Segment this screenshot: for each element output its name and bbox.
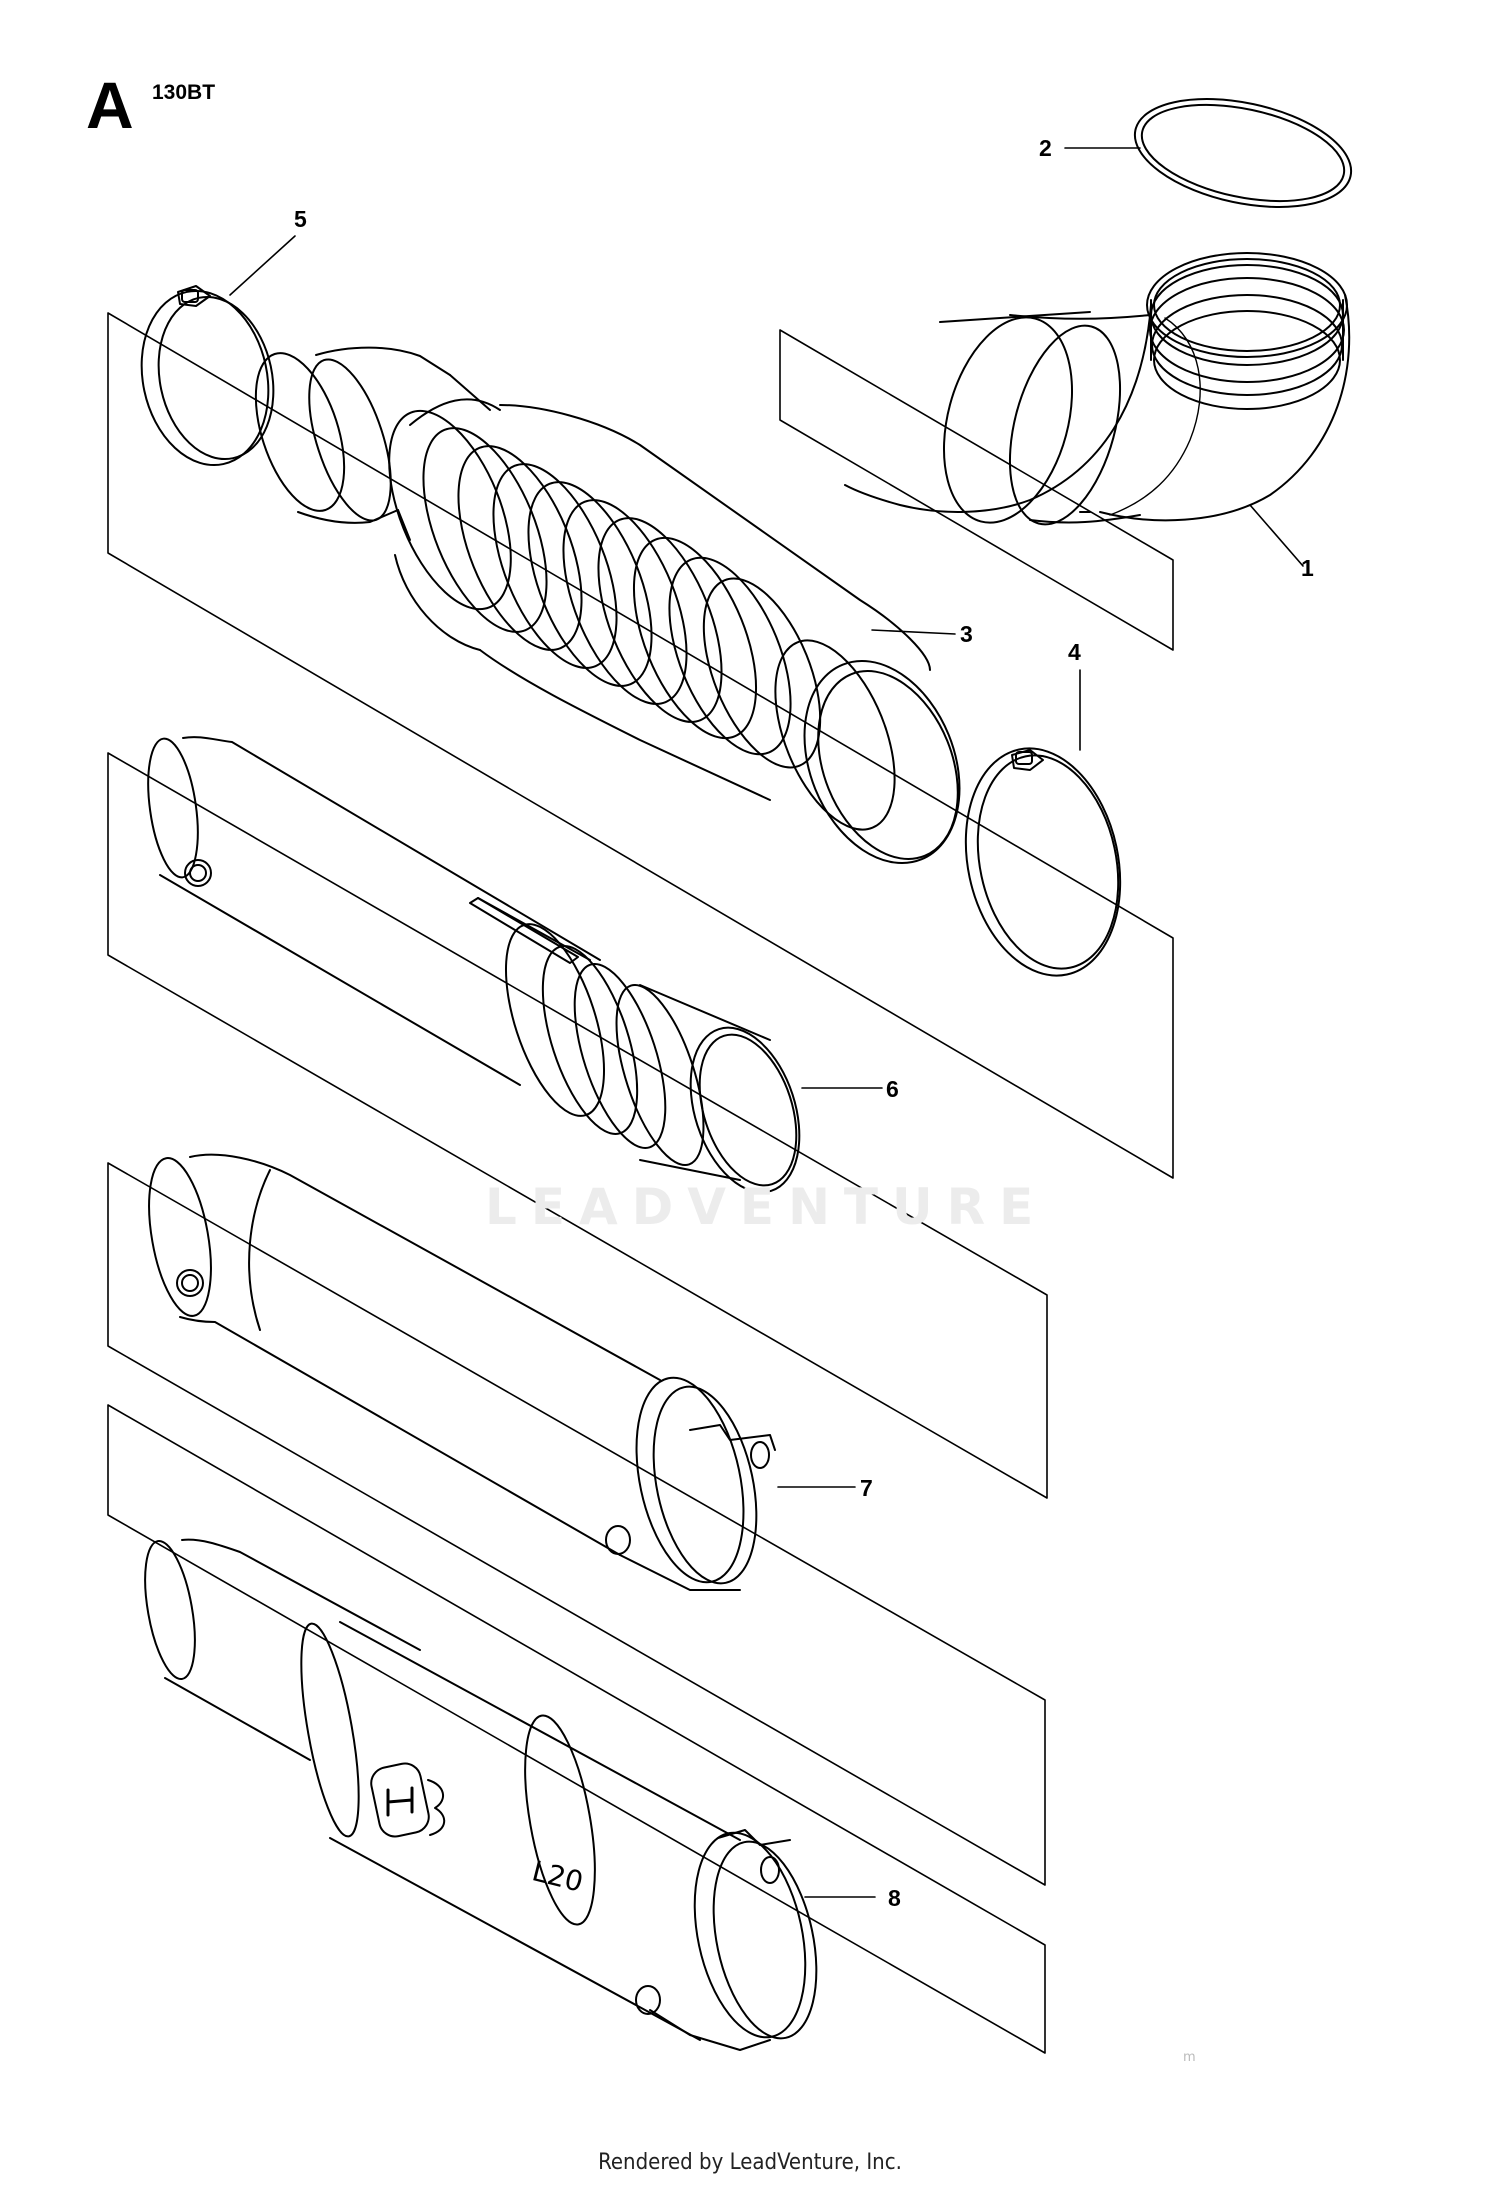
section-letter: A (86, 68, 134, 142)
corner-mark: m (1183, 2050, 1196, 2065)
leader-lines (229, 147, 1304, 1898)
callout-7: 7 (860, 1475, 873, 1501)
callout-1: 1 (1301, 555, 1314, 581)
footer-credit: Rendered by LeadVenture, Inc. (598, 2150, 902, 2175)
callout-2: 2 (1039, 135, 1052, 161)
flexible-hose-part-3 (254, 346, 961, 865)
callout-4: 4 (1068, 639, 1081, 665)
callout-3: 3 (960, 621, 973, 647)
watermark-text: LEADVENTURE (485, 1178, 1048, 1236)
assembly-frame-tube-7 (107, 1162, 1046, 1886)
elbow-part-1 (844, 252, 1351, 526)
callout-6: 6 (886, 1076, 899, 1102)
assembly-frame-tube-6 (107, 752, 1048, 1499)
assembly-frame-tube-8 (107, 1404, 1046, 2054)
hose-clamp-part-4 (964, 747, 1122, 977)
straight-tube-part-7 (148, 1153, 776, 1591)
o-ring-seal-part-2 (1133, 98, 1353, 208)
callout-8: 8 (888, 1885, 901, 1911)
model-code: 130BT (152, 81, 216, 104)
assembly-frame-elbow (779, 329, 1174, 651)
nozzle-tube-part-8 (144, 1538, 818, 2051)
blower-tube-part-6 (147, 736, 801, 1194)
callout-5: 5 (294, 206, 307, 232)
hose-clamp-part-5 (140, 285, 275, 467)
